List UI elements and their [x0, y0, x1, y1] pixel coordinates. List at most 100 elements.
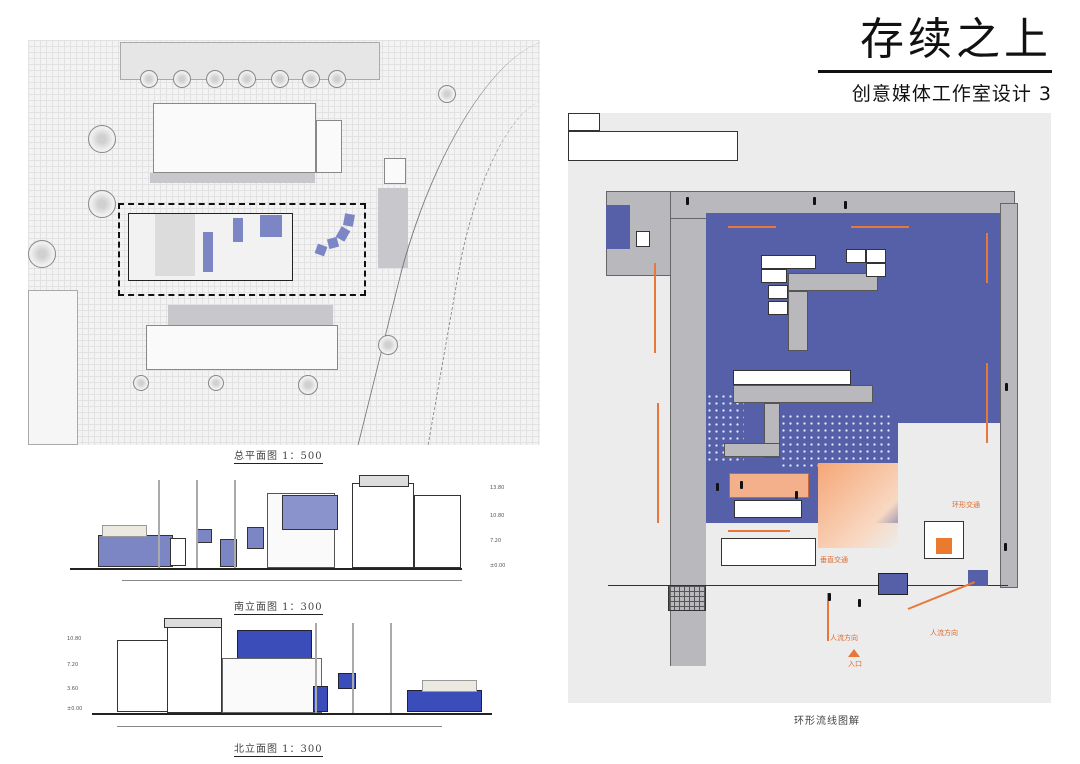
east-block: [414, 495, 461, 568]
tower-block: [352, 483, 414, 568]
level-mark: ±0.00: [67, 706, 83, 712]
inner-bridge: [788, 273, 878, 291]
flow-arrow-vertical: [986, 363, 988, 443]
landing: [724, 443, 780, 457]
south-elevation-caption: 南立面图 1：300: [234, 598, 323, 615]
top-room-large: [568, 131, 738, 161]
flow-arrow-left: [851, 226, 909, 228]
dimension-line: [117, 726, 442, 727]
ground-floor-outline: [608, 585, 1008, 635]
flow-direction-label-right: 人流方向: [930, 629, 958, 637]
person-icon: [828, 593, 831, 601]
column: [158, 480, 160, 568]
workstation: [866, 263, 886, 277]
project-boundary: [118, 203, 366, 296]
blue-pod-4: [343, 213, 355, 227]
lower-room: [734, 500, 802, 518]
hatched-strip-south: [168, 305, 333, 325]
footprint-block: [155, 214, 195, 276]
left-wing-room: [606, 205, 630, 249]
title-divider: [818, 70, 1052, 73]
tree-icon: [28, 240, 56, 268]
ground-line: [70, 568, 462, 570]
tree-icon: [173, 70, 191, 88]
hatched-area-right: [378, 188, 408, 268]
person-icon: [716, 483, 719, 491]
blue-box-2: [220, 539, 237, 567]
building-north-annex: [316, 120, 342, 173]
tower-block: [167, 623, 222, 713]
blue-volume-right: [407, 690, 482, 712]
blue-box: [338, 673, 356, 689]
south-elevation-drawing: 13.80 10.80 7.20 ±0.00: [62, 475, 542, 595]
mid-walkway: [733, 385, 873, 403]
north-elevation-caption: 北立面图 1：300: [234, 740, 323, 757]
title-block: 存续之上 创意媒体工作室设计 3: [818, 14, 1052, 106]
workstation: [768, 285, 788, 299]
roof-box: [102, 525, 147, 537]
dotted-area-right: [780, 413, 892, 468]
circulation-diagram: 环形交通 垂直交通 人流方向 人流方向 入口: [568, 113, 1051, 703]
ground-line: [92, 713, 492, 715]
column: [196, 480, 198, 568]
dimension-line: [122, 580, 462, 581]
blue-glass-volume: [282, 495, 338, 530]
person-icon: [844, 201, 847, 209]
tree-icon: [140, 70, 158, 88]
main-title: 存续之上: [860, 14, 1052, 65]
level-mark: 10.80: [490, 513, 505, 519]
column: [315, 623, 317, 713]
cafe-room: [721, 538, 816, 566]
site-plan-drawing: [28, 40, 540, 445]
level-mark: 3.60: [67, 686, 79, 692]
flow-direction-label-left: 人流方向: [830, 634, 858, 642]
flow-arrow-vertical: [657, 403, 659, 523]
blue-box-1: [197, 529, 212, 543]
level-mark: 13.80: [490, 485, 505, 491]
top-room: [568, 113, 600, 131]
glass-grid-wall: [668, 585, 706, 611]
building-south: [146, 325, 338, 370]
workstation: [761, 269, 787, 283]
circulation-caption: 环形流线图解: [794, 716, 860, 727]
site-plan-caption: 总平面图 1：500: [234, 447, 323, 464]
north-elevation-drawing: 10.80 7.20 3.60 ±0.00: [62, 618, 542, 736]
level-mark: 10.80: [67, 636, 82, 642]
workstation: [866, 249, 886, 263]
tree-icon: [88, 190, 116, 218]
person-icon: [1005, 383, 1008, 391]
hatched-strip: [150, 173, 315, 183]
blue-volume-left: [98, 535, 173, 567]
tower-roof: [359, 475, 409, 487]
flow-arrow-vertical: [654, 263, 656, 353]
wall-block: [170, 538, 186, 566]
ring-traffic-label: 环形交通: [952, 501, 980, 509]
tree-icon: [298, 375, 318, 395]
meeting-rooms: [733, 370, 851, 385]
person-icon: [1004, 543, 1007, 551]
blue-volume-1: [203, 232, 213, 272]
tree-icon: [438, 85, 456, 103]
tree-icon: [271, 70, 289, 88]
subtitle: 创意媒体工作室设计 3: [851, 83, 1052, 105]
tree-icon: [378, 335, 398, 355]
inner-walkway: [788, 291, 808, 351]
column: [390, 623, 392, 713]
lower-frame: [222, 658, 322, 713]
person-icon: [858, 599, 861, 607]
tree-icon: [208, 375, 224, 391]
workstation: [761, 255, 816, 269]
flow-arrow-vertical: [986, 233, 988, 283]
column: [234, 480, 236, 568]
tree-icon: [133, 375, 149, 391]
blue-volume-3: [260, 215, 282, 237]
entrance-triangle-icon: [848, 649, 860, 657]
level-mark: 7.20: [67, 662, 79, 668]
reception-box: [878, 573, 908, 595]
tower-roof: [164, 618, 222, 628]
level-mark: 7.20: [490, 538, 502, 544]
table-icon: [636, 231, 650, 247]
tree-icon: [88, 125, 116, 153]
tree-icon: [302, 70, 320, 88]
tree-icon: [328, 70, 346, 88]
